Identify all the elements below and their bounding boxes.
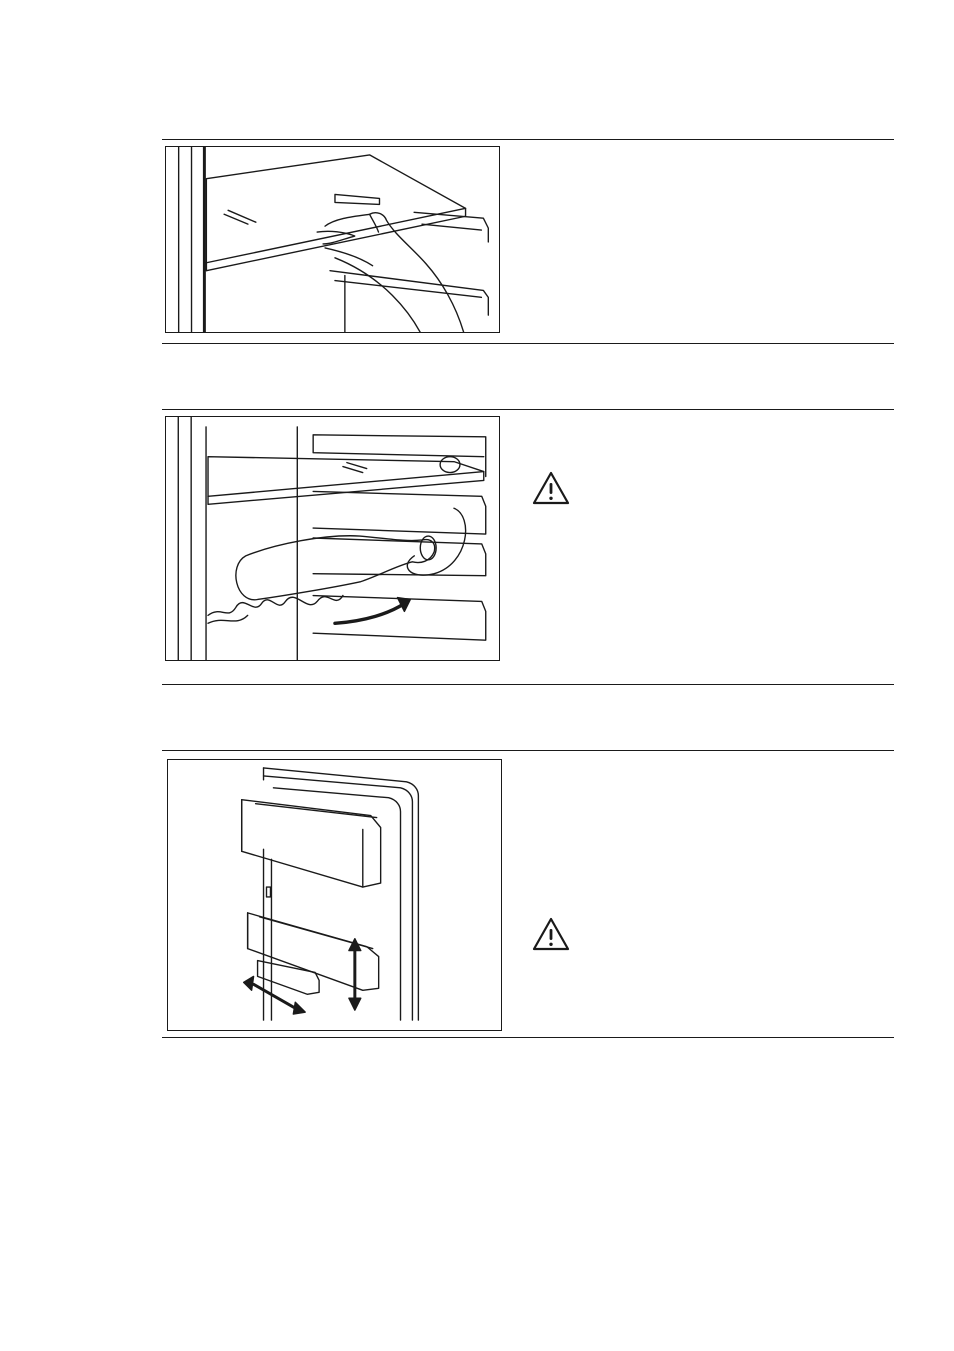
section-2-top-rule [162, 409, 894, 410]
warning-triangle-icon [531, 916, 571, 952]
section-1-bottom-rule [162, 343, 894, 344]
section-3-top-rule [162, 750, 894, 751]
section-2-bottom-rule [162, 684, 894, 685]
shelf-removal-illustration [165, 146, 500, 333]
bottle-rack-illustration [165, 416, 500, 661]
section-3-bottom-rule [162, 1037, 894, 1038]
warning-triangle-icon [531, 470, 571, 506]
door-shelf-illustration [167, 759, 502, 1031]
section-1-top-rule [162, 139, 894, 140]
